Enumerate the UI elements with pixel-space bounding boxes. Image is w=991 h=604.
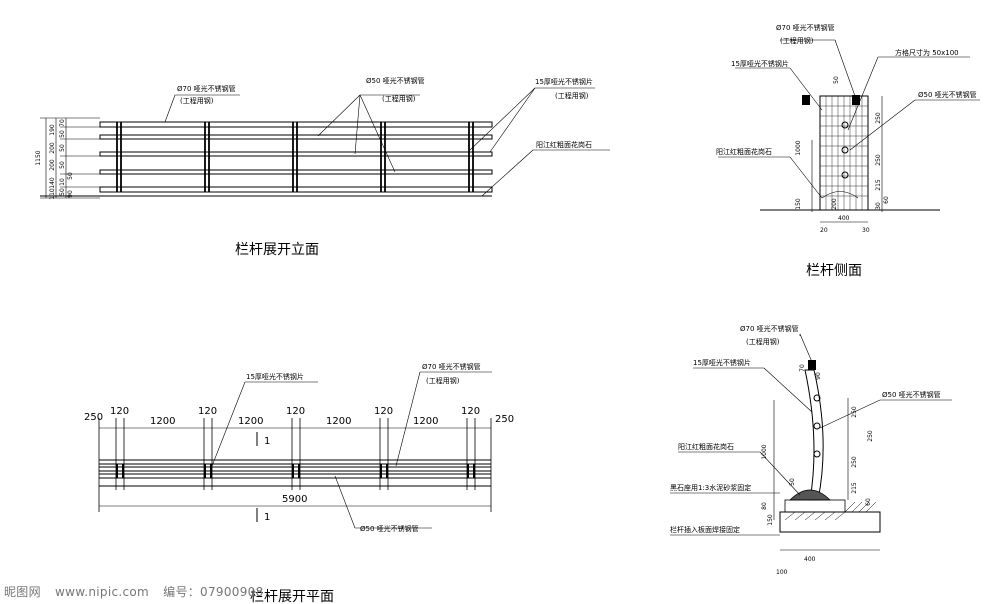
plan-top-dim-6: 1200 — [326, 416, 351, 427]
side-dim-10: 30 — [862, 227, 870, 234]
plan-top-dim-4: 1200 — [238, 416, 263, 427]
side-view: 50 250 250 215 30 60 1000 150 400 20 30 … — [716, 23, 980, 279]
side-dim-7: 150 — [795, 198, 802, 210]
side-label-tube70-sub: (工程用钢) — [780, 36, 814, 45]
elevation-dim-10: 50 — [59, 188, 66, 196]
elevation-dim-3: 50 — [59, 144, 66, 152]
side-dim-3: 215 — [875, 179, 882, 191]
elevation-dims: 1150 70 50 190 50 200 200 50 140 10 110 … — [35, 117, 100, 200]
side-dim-11: 200 — [831, 198, 838, 210]
elevation-leaders — [164, 87, 610, 197]
elevation-rails — [99, 121, 493, 193]
elevation-dim-1: 50 — [59, 130, 66, 138]
section-label-mortar: 黑石座用1:3水泥砂浆固定 — [670, 483, 751, 492]
side-dim-9: 20 — [820, 227, 828, 234]
plan-top-dim-3: 120 — [198, 406, 217, 417]
section-label-insert: 栏杆插入板面焊接固定 — [670, 525, 740, 534]
side-dim-1: 250 — [875, 112, 882, 124]
plan-section-mark-top: 1 — [264, 436, 270, 447]
elevation-dim-5: 200 — [49, 159, 56, 171]
section-dim-8: 60 — [865, 498, 872, 506]
elevation-label-plate-sub: (工程用钢) — [555, 91, 589, 100]
elevation-label-tube50-sub: (工程用钢) — [382, 94, 416, 103]
plan-top-dim-10: 250 — [495, 414, 514, 425]
section-label-plate: 15厚哑光不锈钢片 — [693, 358, 751, 367]
plan-label-plate: 15厚哑光不锈钢片 — [246, 372, 304, 381]
section-dim-4: 250 — [851, 456, 858, 468]
watermark-id: 编号：07900908 — [163, 585, 264, 599]
plan-posts — [116, 464, 475, 478]
elevation-title: 栏杆展开立面 — [235, 242, 319, 258]
section-label-tube50: Ø50 哑光不锈钢管 — [882, 390, 941, 399]
section-dim-0: 70 — [799, 364, 806, 372]
side-dim-6: 1000 — [795, 140, 802, 155]
side-label-grid: 方格尺寸为 50x100 — [895, 48, 959, 57]
plan-top-dim-8: 1200 — [413, 416, 438, 427]
plan-section-mark-bottom: 1 — [264, 512, 270, 523]
side-label-plate: 15厚哑光不锈钢片 — [731, 59, 789, 68]
side-dim-2: 250 — [875, 154, 882, 166]
plan-leaders — [211, 371, 492, 529]
section-label-granite: 阳江红粗面花岗石 — [678, 442, 734, 451]
plan-top-dim-7: 120 — [374, 406, 393, 417]
side-grid — [820, 96, 868, 210]
section-label-tube70: Ø70 哑光不锈钢管 — [740, 324, 799, 333]
elevation-label-tube50: Ø50 哑光不锈钢管 — [366, 76, 425, 85]
elevation-view: 1150 70 50 190 50 200 200 50 140 10 110 … — [35, 76, 610, 258]
plan-total-dim: 5900 — [282, 494, 307, 505]
plan-top-dim-5: 120 — [286, 406, 305, 417]
elevation-label-tube70: Ø70 哑光不锈钢管 — [177, 84, 236, 93]
plan-top-dim-0: 250 — [84, 412, 103, 423]
elevation-dim-7: 140 — [49, 177, 56, 189]
side-label-granite: 阳江红粗面花岗石 — [716, 147, 772, 156]
watermark-site: 昵图网 — [4, 585, 41, 599]
side-leaders — [718, 39, 980, 199]
elevation-posts — [116, 122, 474, 192]
plan-label-tube50: Ø50 哑光不锈钢管 — [360, 524, 419, 533]
plan-strips — [99, 459, 491, 487]
section-dim-9: 80 — [761, 502, 768, 510]
elevation-dim-6: 50 — [59, 161, 66, 169]
plan-top-dim-2: 1200 — [150, 416, 175, 427]
elevation-dim-11: 50 — [67, 172, 74, 180]
plan-label-tube70: Ø70 哑光不锈钢管 — [422, 362, 481, 371]
elevation-dim-0: 70 — [59, 119, 66, 127]
section-dim-7: 50 — [789, 478, 796, 486]
side-dim-4: 30 — [875, 202, 882, 210]
plan-view: 250 120 1200 120 1200 120 1200 120 1200 … — [84, 362, 514, 604]
plan-title: 栏杆展开平面 — [250, 589, 334, 604]
section-dim-10: 150 — [767, 514, 774, 526]
elevation-dim-8: 10 — [59, 178, 66, 186]
elevation-label-tube70-sub: (工程用钢) — [180, 96, 214, 105]
section-dim-6: 1000 — [761, 444, 768, 459]
section-label-tube70-sub: (工程用钢) — [746, 337, 780, 346]
section-dim-3: 250 — [867, 430, 874, 442]
plan-top-dim-1: 120 — [110, 406, 129, 417]
section-leaders — [670, 333, 952, 536]
side-label-tube70: Ø70 哑光不锈钢管 — [776, 23, 835, 32]
side-dim-8: 400 — [838, 215, 850, 222]
plan-top-dim-9: 120 — [461, 406, 480, 417]
elevation-dim-2: 190 — [49, 124, 56, 136]
elevation-dim-12: 90 — [67, 190, 74, 198]
elevation-label-granite: 阳江红粗面花岗石 — [536, 140, 592, 149]
watermark-url: www.nipic.com — [55, 585, 150, 599]
side-label-tube50: Ø50 哑光不锈钢管 — [918, 90, 977, 99]
section-dim-11: 400 — [804, 556, 816, 563]
elevation-dim-4: 200 — [49, 142, 56, 154]
section-dim-12: 100 — [776, 569, 788, 576]
side-dim-5: 60 — [883, 196, 890, 204]
section-view: 70 90 250 250 250 215 1000 50 60 80 150 … — [670, 324, 952, 576]
side-title: 栏杆侧面 — [806, 263, 862, 279]
section-dim-1: 90 — [815, 372, 822, 380]
section-dim-5: 215 — [851, 482, 858, 494]
elevation-dim-9: 110 — [49, 188, 56, 200]
plan-label-tube70-sub: (工程用钢) — [426, 376, 460, 385]
elevation-label-plate: 15厚哑光不锈钢片 — [535, 77, 593, 86]
watermark: 昵图网 www.nipic.com 编号：07900908 — [4, 583, 274, 600]
side-dim-0: 50 — [833, 76, 840, 84]
elevation-dim-total: 1150 — [35, 150, 42, 165]
